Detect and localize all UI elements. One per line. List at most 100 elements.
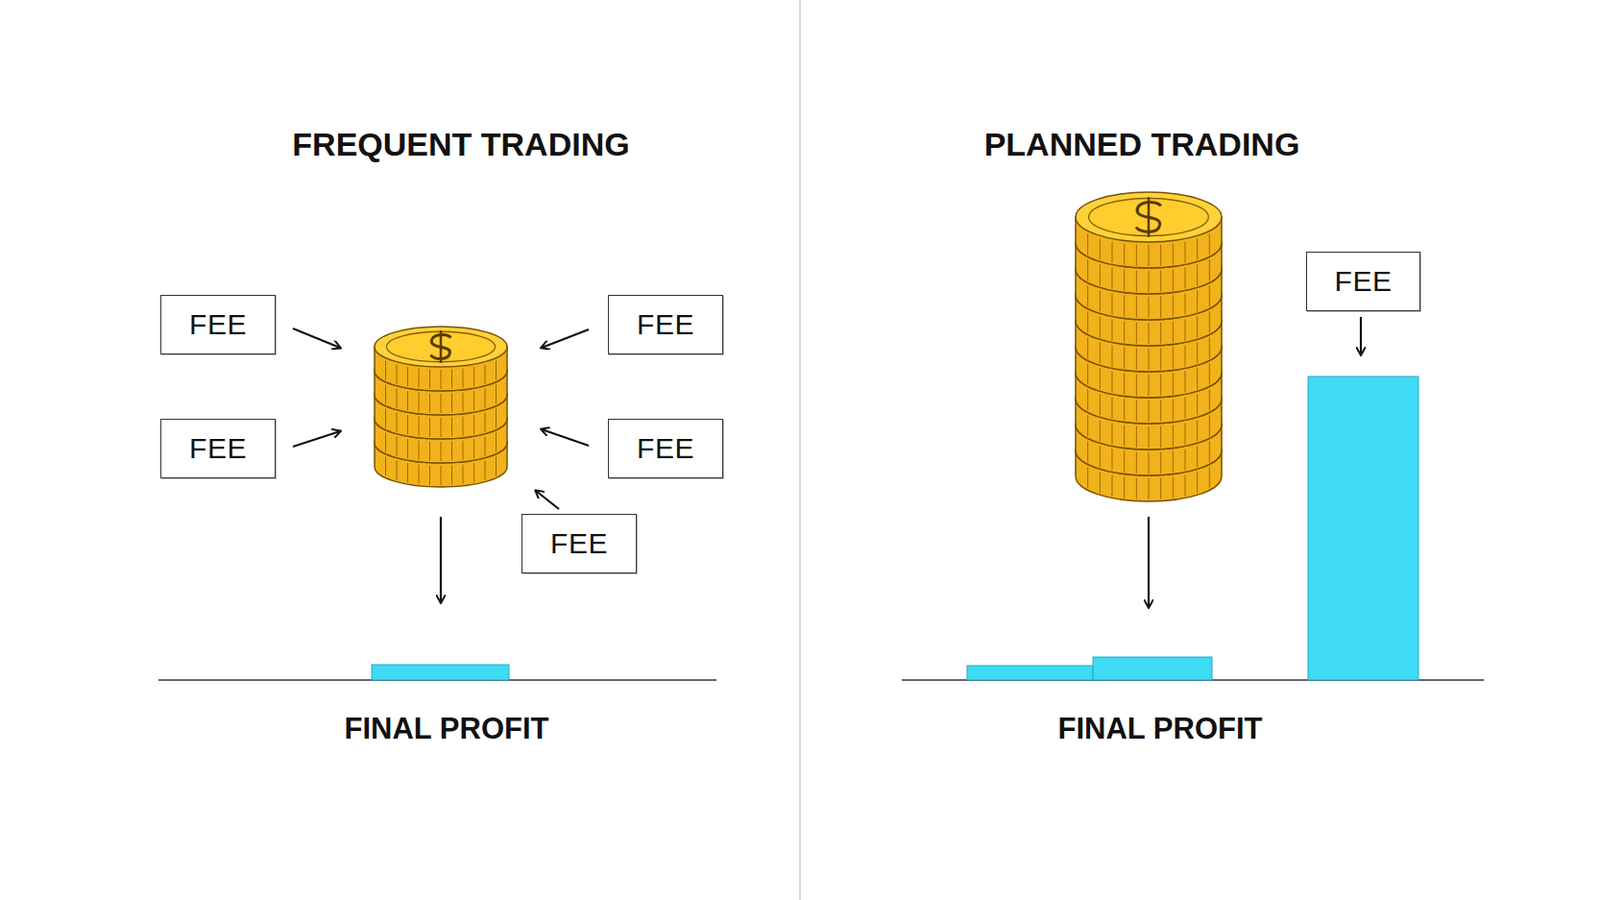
coin-part	[473, 462, 475, 483]
coin-part	[451, 369, 453, 389]
coin-part	[462, 416, 464, 437]
coin-part	[396, 460, 398, 481]
coin-part	[1209, 337, 1211, 359]
coin-part	[451, 393, 453, 413]
coin-part	[429, 465, 431, 485]
coin-part	[396, 436, 398, 457]
coin-part	[495, 361, 497, 381]
coin-part	[1172, 269, 1174, 291]
coin-part	[473, 390, 475, 411]
coin-part	[1160, 374, 1162, 396]
coin-part	[1087, 466, 1089, 488]
coin-part	[1209, 233, 1211, 255]
coin-part	[1123, 425, 1125, 447]
coin-part	[495, 433, 497, 453]
coin-part	[1160, 478, 1162, 500]
coin-part	[429, 417, 431, 437]
coin-part	[385, 457, 387, 477]
coin-part	[1099, 367, 1101, 389]
profit-bar	[371, 664, 510, 680]
coin-part	[1196, 367, 1198, 389]
coin-part	[1136, 426, 1138, 448]
coin-part	[1148, 244, 1150, 267]
coin-part	[418, 416, 420, 437]
coin-part	[385, 385, 387, 405]
coin-part	[440, 393, 442, 413]
coin-part	[1099, 315, 1101, 338]
coin-part	[1209, 388, 1211, 411]
coin-part	[1172, 399, 1174, 421]
fee-box: FEE	[521, 513, 637, 574]
coin-part	[407, 366, 409, 387]
coin-part	[1136, 296, 1138, 318]
coin-part	[1148, 400, 1150, 422]
coin-part	[1087, 337, 1089, 359]
coin-part	[473, 414, 475, 435]
coin-part	[1087, 388, 1089, 411]
coin-part	[1099, 445, 1101, 467]
coin-part	[1136, 270, 1138, 292]
coin-part	[1148, 374, 1150, 396]
coin-part	[1087, 311, 1089, 333]
coin-part	[1196, 445, 1198, 467]
coin-part	[1136, 374, 1138, 396]
coin-part	[495, 385, 497, 405]
coin-part	[1196, 290, 1198, 312]
coin-part	[1148, 348, 1150, 370]
coin-part	[1185, 319, 1187, 341]
coin-part	[1112, 397, 1114, 419]
fee-box: FEE	[607, 294, 724, 355]
coin-part	[1196, 264, 1198, 286]
coin-part	[1112, 423, 1114, 445]
coin-part	[1136, 244, 1138, 267]
coin-part	[1172, 451, 1174, 473]
coin-part	[1185, 345, 1187, 367]
coin-part	[1172, 295, 1174, 317]
coin-part	[407, 390, 409, 411]
dollar-symbol	[1147, 196, 1151, 238]
coin-part	[1185, 371, 1187, 393]
fee-box: FEE	[160, 294, 276, 355]
coin-part	[1185, 423, 1187, 445]
coin-part	[462, 440, 464, 461]
coin-part	[1148, 478, 1150, 500]
coin-part	[1148, 426, 1150, 448]
axis-label: FINAL PROFIT	[1058, 711, 1263, 747]
coin-part	[1112, 371, 1114, 393]
coin-part	[1209, 311, 1211, 333]
coin-part	[418, 464, 420, 485]
coin-part	[1112, 267, 1114, 290]
coin-part	[1123, 347, 1125, 369]
coin-part	[484, 412, 486, 433]
coin-part	[1123, 399, 1125, 421]
coin-part	[418, 392, 420, 413]
coin-part	[1148, 452, 1150, 474]
coin-part	[1209, 440, 1211, 462]
fee-label: FEE	[189, 308, 247, 341]
axis-label: FINAL PROFIT	[344, 711, 550, 747]
coin-part	[451, 417, 453, 437]
coin-part	[451, 441, 453, 461]
coin-part	[1136, 348, 1138, 370]
coin-part	[385, 361, 387, 381]
coin-part	[1209, 285, 1211, 307]
coin-part	[418, 368, 420, 388]
coin-part	[1087, 233, 1089, 255]
coin-part	[1087, 363, 1089, 385]
coin-part	[1209, 363, 1211, 385]
coin-part	[1160, 452, 1162, 474]
coin-part	[1123, 243, 1125, 266]
coin-part	[1185, 293, 1187, 316]
arrows	[1148, 316, 1361, 607]
coin-part	[1123, 321, 1125, 343]
coin-part	[473, 438, 475, 459]
coin-part	[1112, 475, 1114, 497]
coin-part	[1160, 244, 1162, 267]
coin-part	[1172, 321, 1174, 343]
coin-part	[1099, 264, 1101, 286]
coin-part	[1123, 373, 1125, 395]
coin-part	[396, 412, 398, 433]
coin-part	[418, 440, 420, 461]
coin-part	[440, 441, 442, 461]
profit-bar	[1308, 376, 1419, 680]
